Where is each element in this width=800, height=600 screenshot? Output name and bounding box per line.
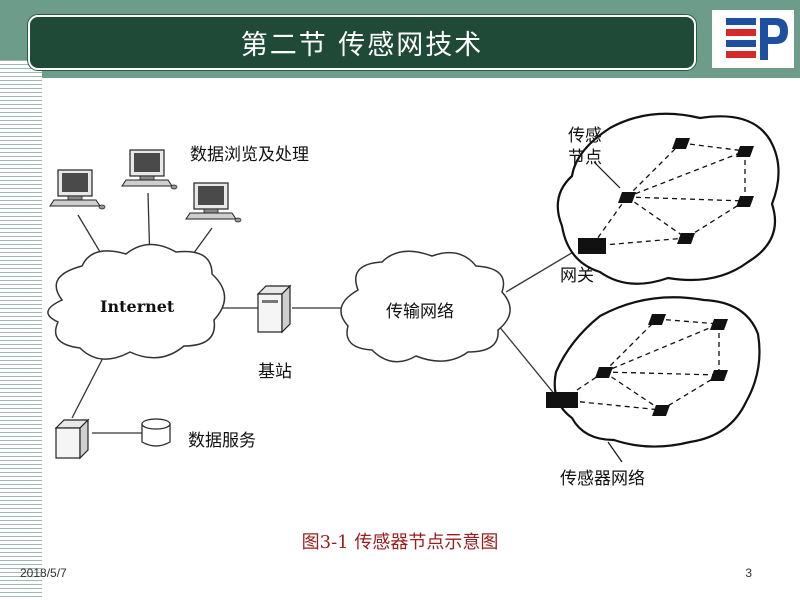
sensor-node-icon — [672, 138, 690, 149]
sensor-node-label-line1: 传感 — [568, 126, 602, 146]
sensor-node-icon — [736, 196, 754, 207]
data-browse-label: 数据浏览及处理 — [190, 145, 309, 165]
computer-icon-2 — [121, 149, 178, 190]
title-bar: 第二节 传感网技术 — [28, 15, 696, 70]
slide-date: 2018/5/7 — [20, 566, 67, 580]
sensor-node-icon — [677, 233, 695, 244]
transport-network-cloud — [340, 250, 511, 363]
computer-icon-3 — [185, 182, 242, 223]
sensor-node-icon — [710, 370, 728, 381]
sensor-network-label: 传感器网络 — [560, 469, 645, 489]
sensor-node-icon — [618, 192, 636, 203]
logo-icon — [726, 18, 788, 60]
sensor-node-icon — [710, 319, 728, 330]
computer-icon-1 — [49, 169, 106, 210]
sensor-field-upper — [556, 112, 780, 285]
internet-cloud — [47, 243, 226, 360]
figure-caption: 图3-1 传感器节点示意图 — [301, 532, 499, 553]
database-icon — [141, 418, 171, 447]
publisher-logo — [712, 10, 794, 68]
sensor-node-icon — [648, 314, 666, 325]
server-icon — [256, 284, 292, 334]
internet-label: Internet — [100, 297, 175, 316]
base-station-label: 基站 — [258, 362, 292, 382]
gateway-node-lower — [546, 392, 578, 408]
gateway-label: 网关 — [560, 266, 594, 286]
sensor-links-upper — [591, 142, 746, 247]
gateway-node-upper — [578, 238, 606, 254]
sensor-node-icon — [595, 367, 613, 378]
sensor-node-label-line2: 节点 — [568, 148, 602, 168]
transport-network-label: 传输网络 — [386, 302, 454, 322]
sensor-field-lower — [553, 296, 761, 448]
sensor-node-icon — [652, 405, 670, 416]
sensor-links-lower — [561, 318, 720, 411]
sensor-node-icon — [736, 146, 754, 157]
sensor-nodes-upper — [578, 138, 754, 254]
page-number: 3 — [745, 566, 752, 580]
server-icon-data-service — [54, 418, 90, 460]
data-service-label: 数据服务 — [188, 431, 256, 451]
left-stripe-decoration — [0, 60, 42, 600]
page-title: 第二节 传感网技术 — [240, 30, 484, 61]
sensor-nodes-lower — [546, 314, 728, 416]
